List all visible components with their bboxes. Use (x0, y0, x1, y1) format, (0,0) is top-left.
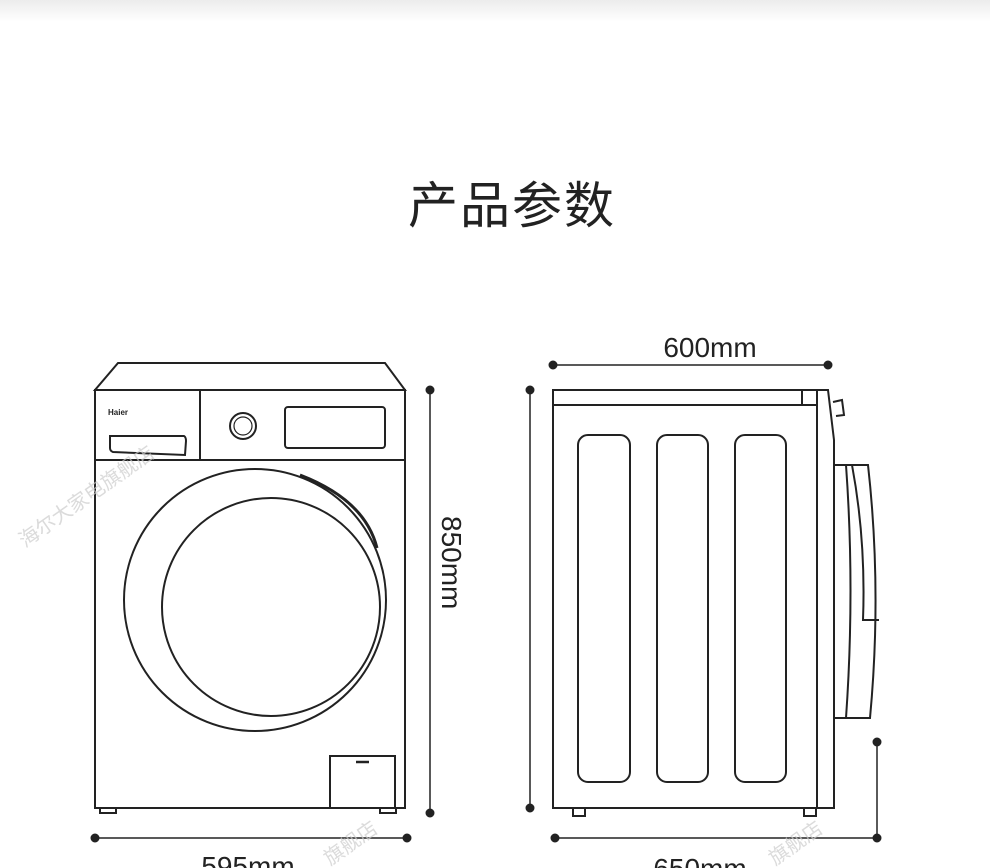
side-view-washer (552, 389, 879, 817)
width-dimension: 595mm (90, 833, 412, 868)
watermark-partial: 旗舰店 (319, 816, 382, 868)
depth-total-label: 650mm (653, 853, 746, 868)
width-label: 595mm (201, 851, 294, 868)
page-title: 产品参数 (408, 177, 616, 235)
side-height-dimension (525, 385, 535, 813)
watermark-partial-2: 旗舰店 (764, 816, 827, 868)
height-label: 850mm (436, 516, 467, 609)
front-view-washer: Haier (92, 362, 407, 814)
door-glass (161, 497, 381, 717)
total-depth-dimension: 650mm (550, 737, 882, 868)
door-outer-ring (123, 468, 387, 732)
door-profile (834, 464, 877, 719)
control-knob (229, 412, 257, 440)
height-dimension: 850mm (425, 385, 467, 818)
brand-logo: Haier (108, 408, 128, 417)
detergent-drawer (109, 435, 188, 457)
top-shadow-band (0, 0, 990, 22)
filter-cover (329, 755, 396, 809)
depth-body-label: 600mm (663, 332, 756, 363)
display-panel (284, 406, 386, 449)
watermark: 海尔大家电旗舰店 (14, 441, 159, 552)
side-depth-dimension: 600mm (548, 332, 833, 370)
